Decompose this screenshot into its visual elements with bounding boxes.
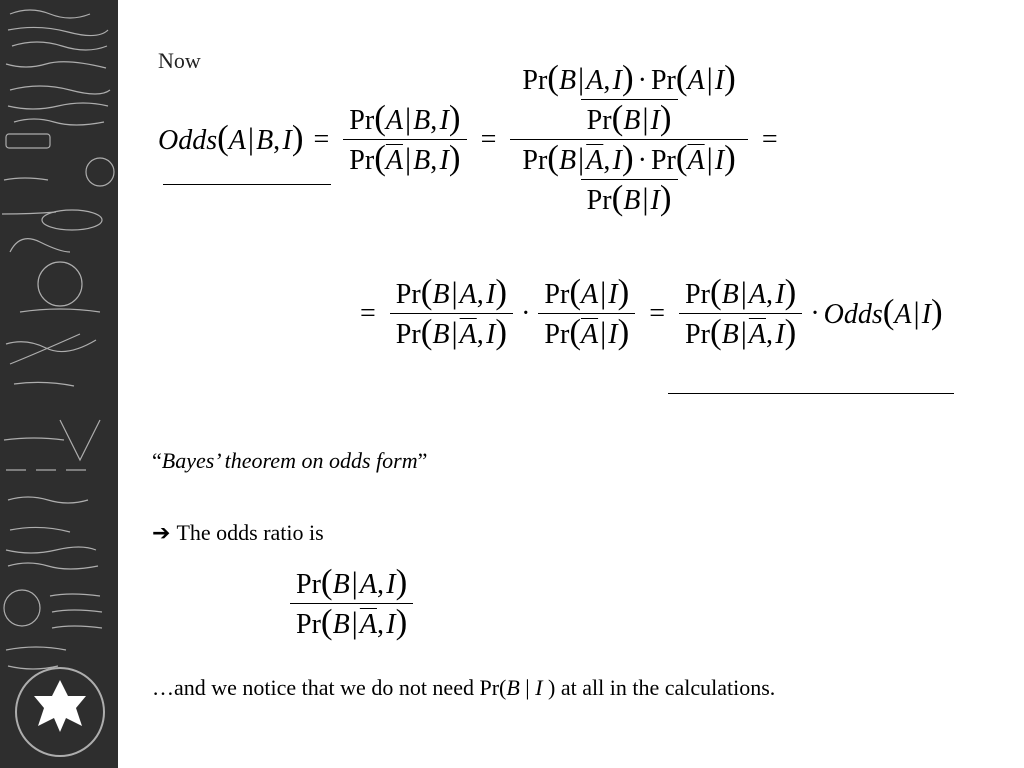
bayes-odds-caption: “Bayes’ theorem on odds form” xyxy=(152,448,428,473)
fraction-posterior-odds: Pr(A|B, I) Pr(A|B, I) xyxy=(343,100,467,177)
fraction-bayes-expanded: Pr(B|A, I)·Pr(A|I) Pr(B|I) Pr(B|A, I)·Pr… xyxy=(510,60,748,217)
slide-heading: Now xyxy=(158,48,201,73)
chalkboard-sidebar xyxy=(0,0,118,768)
odds-prior: Odds(A|I) xyxy=(823,292,943,331)
odds-ratio-equation: Pr(B|A, I) Pr(B|A, I) xyxy=(286,564,417,641)
university-logo-icon xyxy=(34,680,86,732)
closing-remark: …and we notice that we do not need Pr(B … xyxy=(152,675,776,700)
odds-ratio-intro: ➔The odds ratio is xyxy=(152,520,324,546)
equation-line-1: Odds(A|B, I) = Pr(A|B, I) Pr(A|B, I) = P… xyxy=(158,58,778,217)
fraction-prior-odds: Pr(A|I) Pr(A|I) xyxy=(538,274,636,351)
fraction-likelihood-ratio-2: Pr(B|A, I) Pr(B|A, I) xyxy=(679,274,803,351)
arrow-right-icon: ➔ xyxy=(152,521,171,546)
odds-lhs-underline xyxy=(163,184,331,185)
equation-line-2: = Pr(B|A, I) Pr(B|A, I) · Pr(A|I) Pr(A|I… xyxy=(360,272,943,351)
slide-content: Now Odds(A|B, I) = Pr(A|B, I) Pr(A|B, I)… xyxy=(118,0,1024,768)
odds-lhs: Odds(A|B, I) xyxy=(158,118,304,157)
chalk-scribbles-graphic xyxy=(1,9,115,757)
fraction-likelihood-ratio: Pr(B|A, I) Pr(B|A, I) xyxy=(389,274,514,351)
odds-form-underline xyxy=(668,393,954,394)
